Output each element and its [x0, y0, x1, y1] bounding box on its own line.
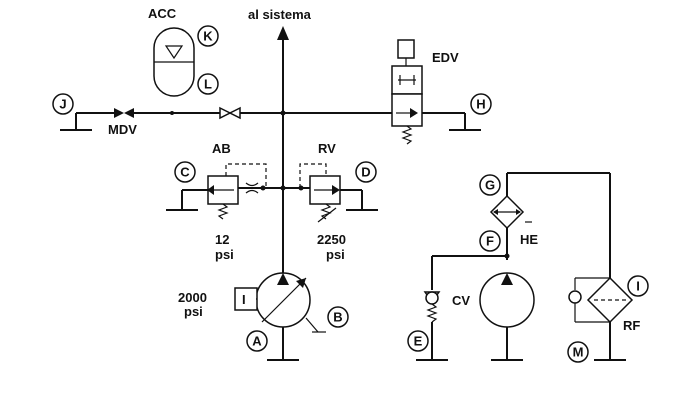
marker-g: G: [479, 174, 501, 196]
svg-text:E: E: [414, 334, 423, 349]
svg-text:K: K: [203, 29, 213, 44]
return-filter-rf: [568, 276, 634, 361]
pump-drain-line: [305, 317, 326, 333]
svg-text:I: I: [636, 279, 640, 294]
marker-c: C: [174, 161, 196, 183]
rv-label: RV: [318, 141, 336, 156]
accumulator-line: [76, 110, 392, 116]
al-sistema-label: al sistema: [248, 7, 312, 22]
svg-text:F: F: [486, 234, 494, 249]
motor-letter: I: [242, 292, 246, 307]
electric-directional-valve-edv: [391, 39, 481, 145]
marker-b: B: [327, 306, 349, 328]
return-circuit-lines: [432, 172, 611, 360]
svg-text:A: A: [252, 334, 262, 349]
electric-motor: [234, 287, 258, 311]
rv-pressure-value: 2250: [317, 232, 346, 247]
check-valve-cv: [416, 256, 448, 361]
manual-directional-valve-mdv: [114, 108, 134, 118]
tank-j: [60, 113, 92, 131]
pump-tank: [267, 327, 299, 361]
anti-backflow-valve-ab: [166, 163, 267, 220]
rv-pressure-unit: psi: [326, 247, 345, 262]
ab-label: AB: [212, 141, 231, 156]
rf-label: RF: [623, 318, 640, 333]
marker-j: J: [52, 93, 74, 115]
acc-label: ACC: [148, 6, 177, 21]
marker-d: D: [355, 161, 377, 183]
he-label: HE: [520, 232, 538, 247]
mdv-label: MDV: [108, 122, 137, 137]
marker-i: I: [627, 275, 649, 297]
relief-line: [238, 185, 310, 191]
marker-e: E: [407, 330, 429, 352]
pump-pressure-value: 2000: [178, 290, 207, 305]
ab-pressure-unit: psi: [215, 247, 234, 262]
edv-label: EDV: [432, 50, 459, 65]
pump-pressure-unit: psi: [184, 304, 203, 319]
marker-k: K: [197, 25, 219, 47]
svg-text:M: M: [573, 345, 584, 360]
marker-l: L: [197, 73, 219, 95]
relief-valve-rv: [299, 163, 378, 223]
cv-label: CV: [452, 293, 470, 308]
svg-text:H: H: [476, 97, 485, 112]
marker-f: F: [479, 230, 501, 252]
marker-a: A: [246, 330, 268, 352]
variable-pump: [255, 272, 311, 328]
shutoff-valve: [219, 106, 241, 120]
svg-text:C: C: [180, 165, 190, 180]
marker-m: M: [567, 341, 589, 363]
svg-text:J: J: [59, 97, 66, 112]
svg-text:B: B: [333, 310, 342, 325]
heat-exchanger-he: [489, 194, 532, 230]
hydraulic-motor-cv-main: [479, 272, 535, 361]
svg-text:G: G: [485, 178, 495, 193]
svg-text:D: D: [361, 165, 370, 180]
marker-h: H: [470, 93, 492, 115]
accumulator-acc: [153, 27, 195, 97]
ab-pressure-value: 12: [215, 232, 229, 247]
svg-text:L: L: [204, 77, 212, 92]
